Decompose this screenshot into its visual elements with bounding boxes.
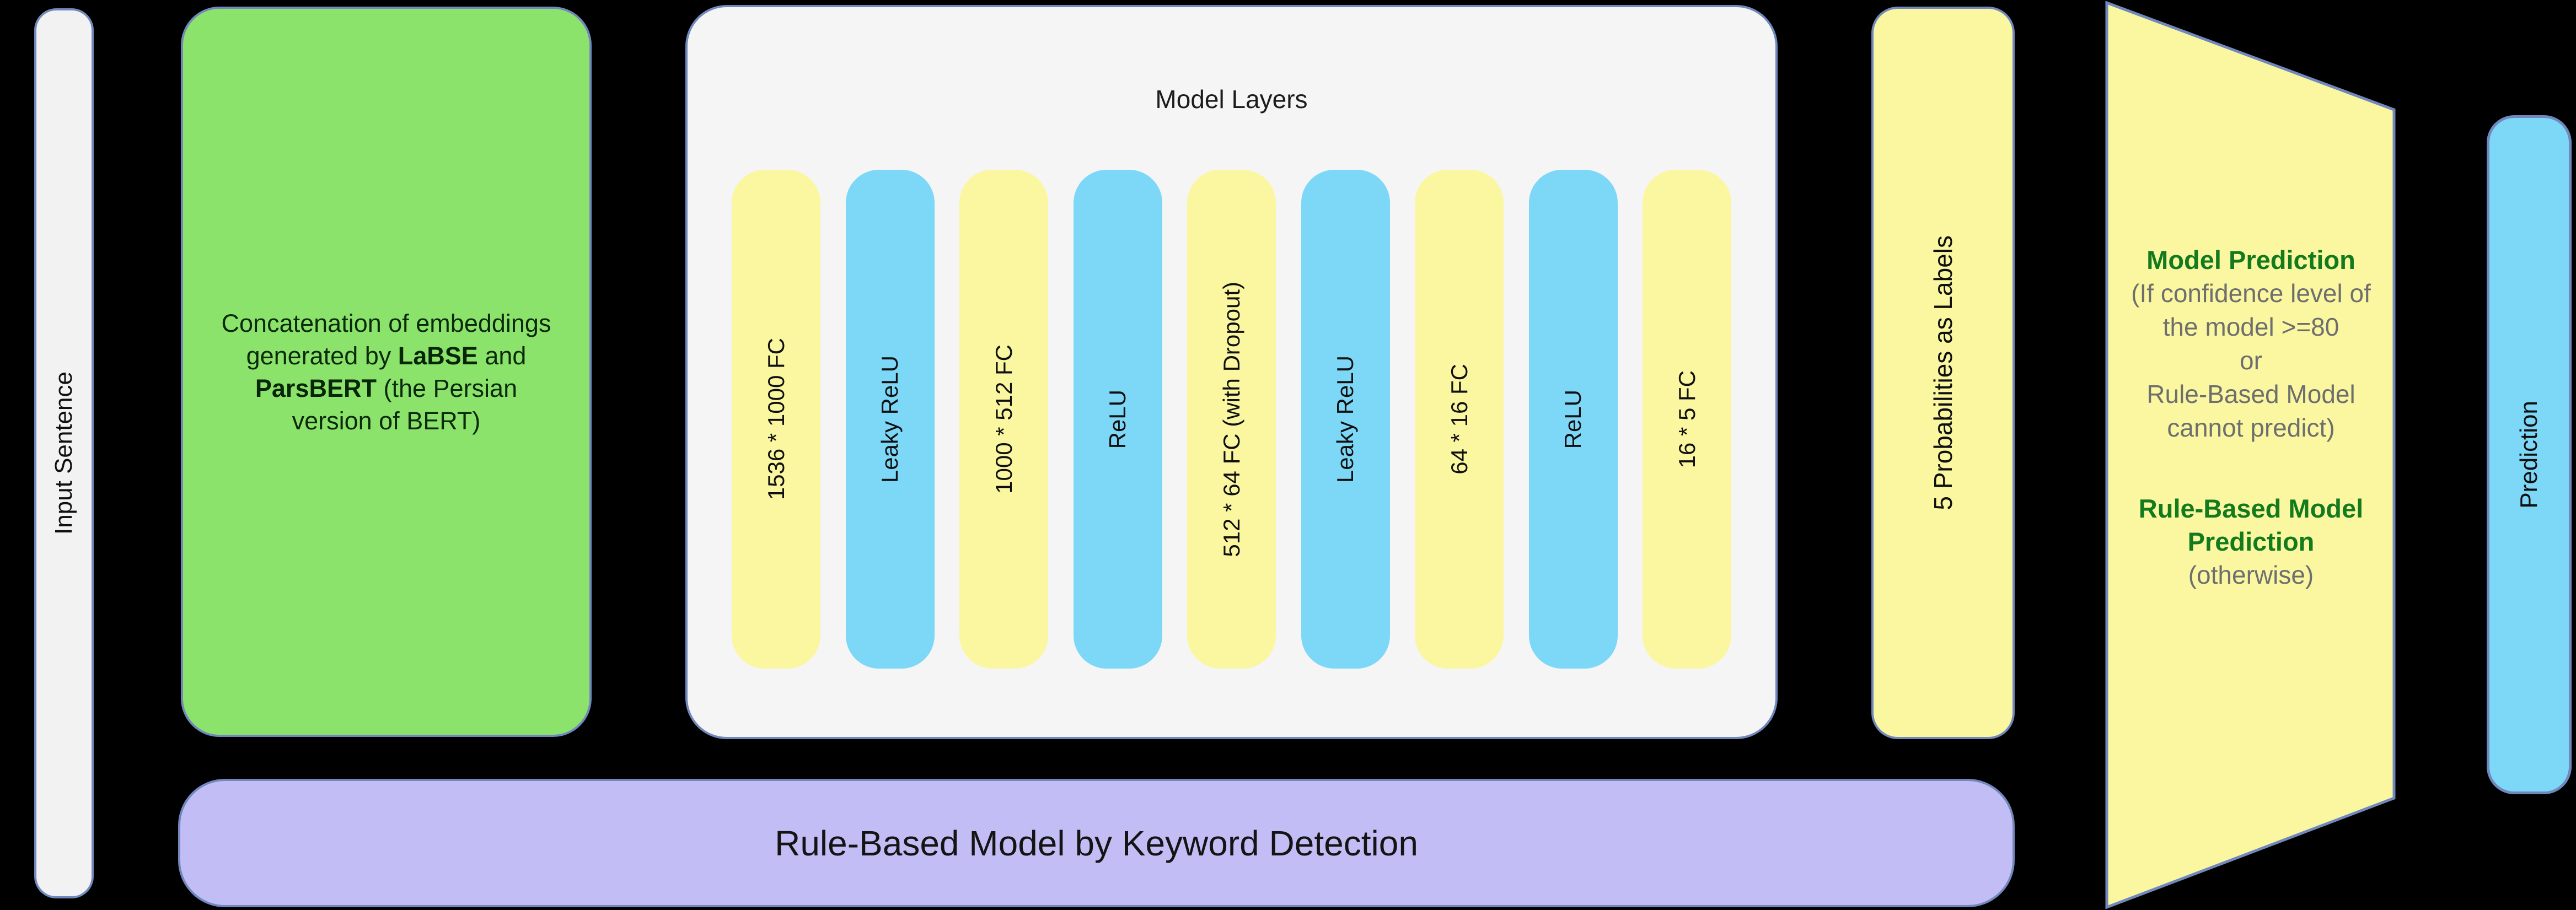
- condition-line-1: (If confidence level of: [2131, 279, 2371, 308]
- rule-based-heading-line1: Rule-Based Model: [2138, 494, 2364, 523]
- layer-pill-fc1: 1536 * 1000 FC: [732, 170, 820, 669]
- condition-line-4: Rule-Based Model: [2146, 380, 2355, 408]
- model-layers-title: Model Layers: [1155, 85, 1308, 114]
- decision-funnel: Model Prediction (If confidence level of…: [2105, 1, 2397, 909]
- layer-pill-row: 1536 * 1000 FC Leaky ReLU 1000 * 512 FC …: [732, 170, 1731, 669]
- parsbert-label: ParsBERT: [255, 374, 377, 402]
- embedding-concatenation-box: Concatenation of embeddings generated by…: [181, 7, 592, 737]
- embedding-concatenation-text: Concatenation of embeddings generated by…: [218, 307, 555, 437]
- funnel-polygon: [2105, 1, 2396, 909]
- rule-based-model-label: Rule-Based Model by Keyword Detection: [775, 823, 1418, 863]
- prediction-box: Prediction: [2487, 115, 2572, 794]
- model-prediction-heading: Model Prediction: [2146, 245, 2355, 274]
- funnel-text-gap: [2112, 445, 2390, 492]
- condition-line-5: cannot predict): [2167, 413, 2335, 442]
- probabilities-box: 5 Probabilities as Labels: [1871, 7, 2015, 739]
- otherwise-note: (otherwise): [2188, 561, 2314, 589]
- layer-pill-leakyrelu2: Leaky ReLU: [1301, 170, 1390, 669]
- layer-pill-fc3-dropout: 512 * 64 FC (with Dropout): [1187, 170, 1276, 669]
- labse-label: LaBSE: [398, 341, 478, 370]
- layer-pill-relu2: ReLU: [1528, 170, 1618, 669]
- layer-pill-fc4: 64 * 16 FC: [1415, 170, 1504, 669]
- condition-line-3: or: [2240, 346, 2262, 375]
- input-sentence-box: Input Sentence: [34, 8, 94, 898]
- rule-based-heading-line2: Prediction: [2187, 527, 2315, 556]
- decision-funnel-shape: [2105, 1, 2396, 909]
- embedding-text-before: Concatenation of embeddings generated by: [221, 309, 551, 370]
- probabilities-label: 5 Probabilities as Labels: [1929, 235, 1957, 510]
- condition-line-2: the model >=80: [2162, 313, 2339, 341]
- layer-pill-fc2: 1000 * 512 FC: [959, 170, 1048, 669]
- layer-pill-fc5: 16 * 5 FC: [1643, 170, 1731, 669]
- rule-based-model-bar: Rule-Based Model by Keyword Detection: [178, 779, 2015, 907]
- embedding-text-middle: and: [477, 341, 527, 370]
- model-layers-panel: Model Layers 1536 * 1000 FC Leaky ReLU 1…: [685, 5, 1778, 739]
- embedding-text-after: (the Persian version of BERT): [292, 374, 518, 435]
- layer-pill-leakyrelu1: Leaky ReLU: [845, 170, 935, 669]
- prediction-label: Prediction: [2515, 401, 2542, 509]
- decision-funnel-text: Model Prediction (If confidence level of…: [2112, 244, 2390, 592]
- layer-pill-relu1: ReLU: [1073, 170, 1162, 669]
- input-sentence-label: Input Sentence: [50, 371, 77, 535]
